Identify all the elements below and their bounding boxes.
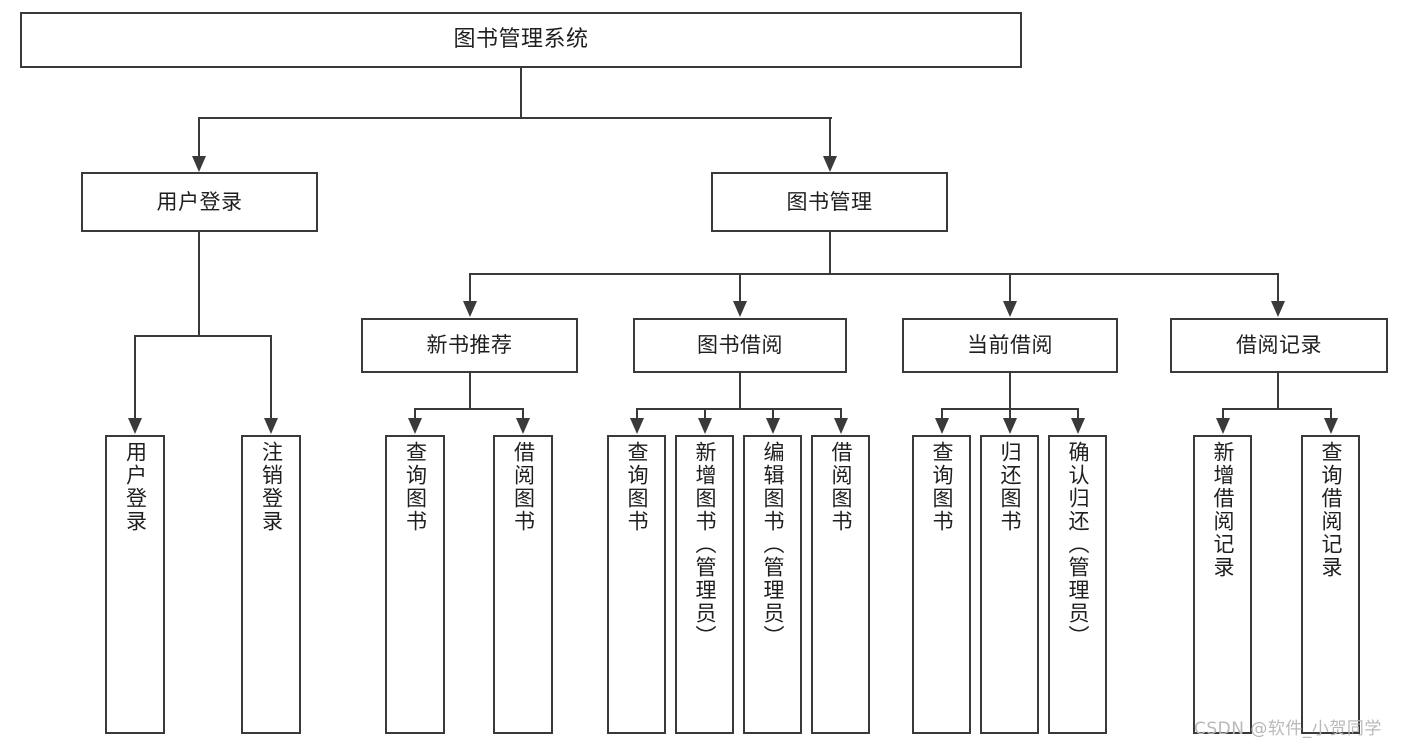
- arrowhead-user-login: [192, 156, 206, 172]
- edge-new-book-trunk: [469, 373, 471, 409]
- leaf-current-borrow-confirm-return[interactable]: 确认归还（管理员）: [1048, 435, 1107, 734]
- edge-drop-user-login: [198, 117, 200, 157]
- node-label: 查询借阅记录: [1319, 441, 1343, 579]
- node-book-borrow[interactable]: 图书借阅: [633, 318, 847, 373]
- node-user-login[interactable]: 用户登录: [81, 172, 318, 232]
- arrowhead-leaf-borrow-record-2: [1324, 418, 1338, 434]
- node-label: 新增图书（管理员）: [693, 441, 717, 648]
- edge-borrow-record-bus: [1222, 408, 1332, 410]
- arrowhead-leaf-new-book-1: [408, 418, 422, 434]
- arrowhead-new-book: [463, 301, 477, 317]
- leaf-new-book-query[interactable]: 查询图书: [385, 435, 445, 734]
- arrowhead-leaf-user-login-2: [264, 418, 278, 434]
- node-label: 借阅图书: [511, 441, 536, 533]
- edge-current-borrow-trunk: [1009, 373, 1011, 409]
- leaf-borrow-record-query[interactable]: 查询借阅记录: [1301, 435, 1360, 734]
- leaf-current-borrow-return[interactable]: 归还图书: [980, 435, 1039, 734]
- edge-drop-leaf-current-borrow-3: [1077, 408, 1079, 419]
- edge-drop-leaf-book-borrow-1: [636, 408, 638, 419]
- node-current-borrow[interactable]: 当前借阅: [902, 318, 1118, 373]
- arrowhead-leaf-new-book-2: [516, 418, 530, 434]
- edge-drop-leaf-current-borrow-1: [941, 408, 943, 419]
- node-label: 图书管理系统: [453, 27, 589, 53]
- leaf-book-borrow-edit[interactable]: 编辑图书（管理员）: [743, 435, 802, 734]
- node-book-management[interactable]: 图书管理: [711, 172, 948, 232]
- arrowhead-leaf-user-login-1: [128, 418, 142, 434]
- arrowhead-leaf-book-borrow-3: [766, 418, 780, 434]
- arrowhead-leaf-book-borrow-4: [834, 418, 848, 434]
- leaf-new-book-borrow[interactable]: 借阅图书: [493, 435, 553, 734]
- edge-user-login-trunk: [198, 232, 200, 336]
- node-book-management-system[interactable]: 图书管理系统: [20, 12, 1022, 68]
- edge-drop-borrow-record: [1277, 273, 1279, 302]
- node-label: 新增借阅记录: [1211, 441, 1235, 579]
- edge-book-management-trunk: [829, 232, 831, 274]
- node-new-book-recommend[interactable]: 新书推荐: [361, 318, 578, 373]
- arrowhead-leaf-current-borrow-3: [1071, 418, 1085, 434]
- node-label: 注销登录: [259, 441, 284, 533]
- edge-new-book-bus: [414, 408, 524, 410]
- leaf-borrow-record-add[interactable]: 新增借阅记录: [1193, 435, 1252, 734]
- node-label: 查询图书: [930, 441, 954, 533]
- edge-user-login-bus: [134, 335, 272, 337]
- leaf-user-login-login[interactable]: 用户登录: [105, 435, 165, 734]
- leaf-book-borrow-query[interactable]: 查询图书: [607, 435, 666, 734]
- edge-root-trunk: [520, 68, 522, 118]
- edge-book-borrow-bus: [636, 408, 842, 410]
- node-label: 查询图书: [403, 441, 428, 533]
- edge-drop-book-borrow: [739, 273, 741, 302]
- node-label: 用户登录: [123, 441, 148, 533]
- node-borrow-record[interactable]: 借阅记录: [1170, 318, 1388, 373]
- node-label: 图书管理: [786, 189, 873, 214]
- leaf-user-login-logout[interactable]: 注销登录: [241, 435, 301, 734]
- edge-drop-leaf-user-login-1: [134, 335, 136, 419]
- edge-drop-current-borrow: [1009, 273, 1011, 302]
- edge-borrow-record-trunk: [1277, 373, 1279, 409]
- arrowhead-leaf-current-borrow-2: [1003, 418, 1017, 434]
- arrowhead-leaf-book-borrow-1: [630, 418, 644, 434]
- node-label: 当前借阅: [967, 333, 1053, 358]
- edge-drop-leaf-new-book-1: [414, 408, 416, 419]
- arrowhead-book-borrow: [733, 301, 747, 317]
- edge-drop-leaf-book-borrow-4: [840, 408, 842, 419]
- leaf-book-borrow-borrow[interactable]: 借阅图书: [811, 435, 870, 734]
- node-label: 用户登录: [156, 189, 243, 214]
- leaf-book-borrow-add[interactable]: 新增图书（管理员）: [675, 435, 734, 734]
- arrowhead-current-borrow: [1003, 301, 1017, 317]
- edge-book-borrow-trunk: [739, 373, 741, 409]
- node-label: 新书推荐: [426, 333, 513, 358]
- edge-drop-leaf-borrow-record-2: [1330, 408, 1332, 419]
- node-label: 借阅图书: [829, 441, 853, 533]
- edge-level3-bus: [469, 273, 1279, 275]
- arrowhead-book-management: [823, 156, 837, 172]
- edge-drop-leaf-book-borrow-3: [772, 408, 774, 419]
- arrowhead-leaf-book-borrow-2: [698, 418, 712, 434]
- edge-drop-leaf-current-borrow-2: [1009, 408, 1011, 419]
- edge-drop-leaf-borrow-record-1: [1222, 408, 1224, 419]
- edge-drop-book-management: [829, 117, 831, 157]
- node-label: 图书借阅: [697, 333, 783, 358]
- edge-drop-new-book: [469, 273, 471, 302]
- leaf-current-borrow-query[interactable]: 查询图书: [912, 435, 971, 734]
- node-label: 编辑图书（管理员）: [761, 441, 785, 648]
- node-label: 确认归还（管理员）: [1066, 441, 1090, 648]
- arrowhead-leaf-borrow-record-1: [1216, 418, 1230, 434]
- node-label: 归还图书: [998, 441, 1022, 533]
- node-label: 查询图书: [625, 441, 649, 533]
- node-label: 借阅记录: [1236, 333, 1322, 358]
- csdn-watermark: CSDN @软件_小贺同学: [1194, 719, 1382, 739]
- edge-drop-leaf-book-borrow-2: [704, 408, 706, 419]
- edge-drop-leaf-user-login-2: [270, 335, 272, 419]
- edge-drop-leaf-new-book-2: [522, 408, 524, 419]
- arrowhead-leaf-current-borrow-1: [935, 418, 949, 434]
- arrowhead-borrow-record: [1271, 301, 1285, 317]
- edge-level2-bus: [198, 117, 832, 119]
